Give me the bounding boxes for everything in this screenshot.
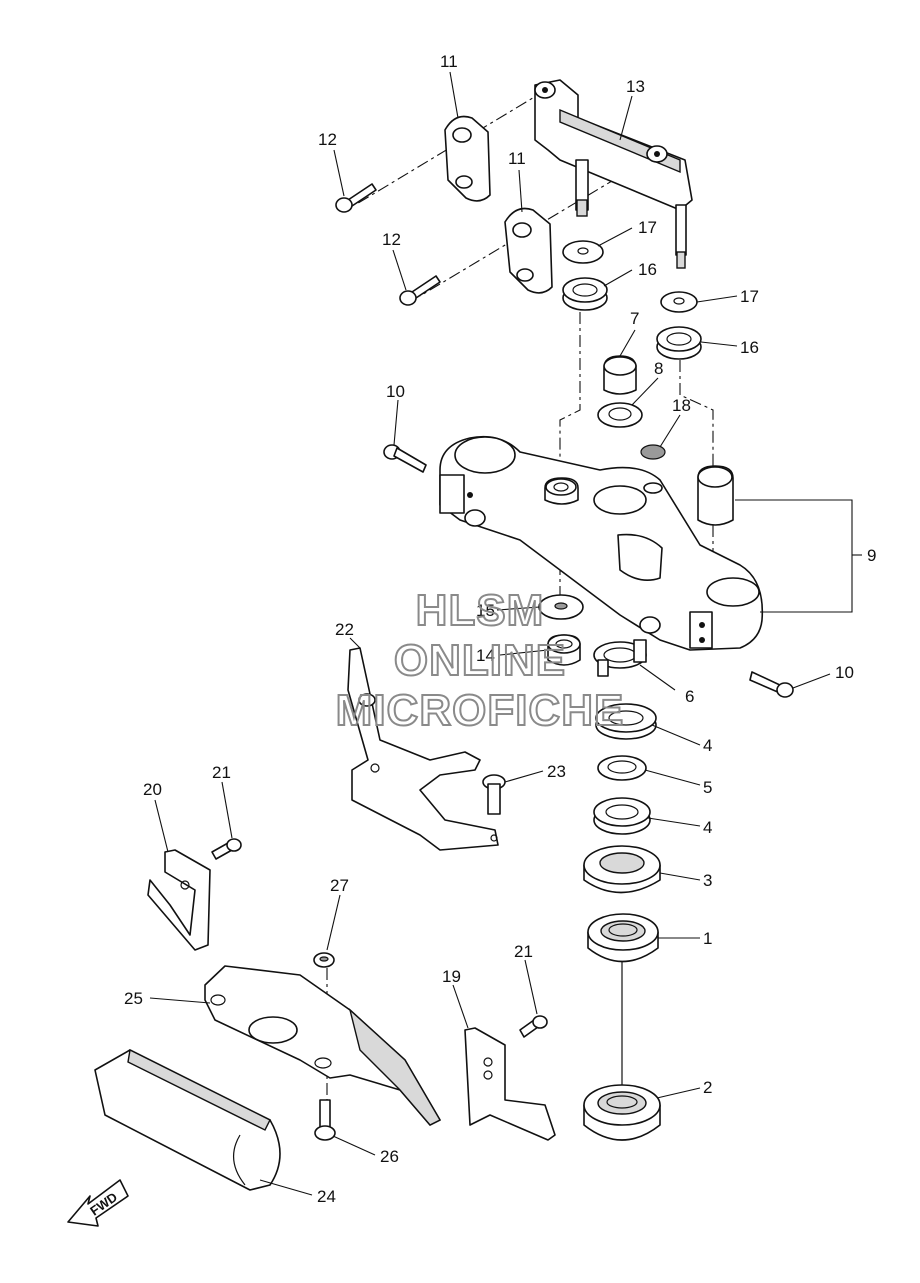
callout-11-upper: 11 — [440, 52, 458, 71]
bearing-cover-3 — [583, 845, 661, 894]
callout-1: 1 — [703, 929, 712, 948]
damper-bushing-left — [544, 477, 579, 505]
ring-nut-4-lower — [593, 797, 651, 835]
callout-27: 27 — [330, 876, 349, 895]
callout-5: 5 — [703, 778, 712, 797]
screw-21-left — [211, 838, 242, 860]
callout-24: 24 — [317, 1187, 336, 1206]
washer-5 — [597, 755, 647, 781]
callout-25: 25 — [124, 989, 143, 1008]
bolt-12-lower — [399, 275, 441, 306]
callout-15: 15 — [476, 601, 495, 620]
watermark-line-2: ONLINE — [394, 636, 566, 685]
callout-23: 23 — [547, 762, 566, 781]
bolt-23 — [482, 774, 506, 815]
callout-22: 22 — [335, 620, 354, 639]
collar-14 — [547, 634, 581, 666]
bolt-10-left — [383, 444, 427, 473]
ring-nut-4-upper — [595, 703, 657, 740]
bearing-1 — [587, 913, 659, 963]
callout-8: 8 — [654, 359, 663, 378]
bushing-16-right — [656, 326, 702, 360]
callout-17-right: 17 — [740, 287, 759, 306]
callout-26: 26 — [380, 1147, 399, 1166]
washer-17-left — [562, 240, 604, 264]
callout-7: 7 — [630, 309, 639, 328]
watermark-line-1: HLSM — [416, 586, 545, 635]
callout-16-right: 16 — [740, 338, 759, 357]
watermark: HLSM ONLINE MICROFICHE — [335, 585, 625, 736]
callout-20: 20 — [143, 780, 162, 799]
handlebar-holder — [534, 79, 693, 269]
callout-18: 18 — [672, 396, 691, 415]
damper-bushing-right — [697, 465, 734, 526]
bolt-10-right — [749, 671, 794, 698]
clamp-lower-left — [504, 207, 553, 294]
washer-17-right — [660, 291, 698, 313]
callout-12-lower: 12 — [382, 230, 401, 249]
bearing-2 — [583, 1084, 661, 1141]
callout-13: 13 — [626, 77, 645, 96]
washer-15 — [538, 594, 584, 620]
screw-21-right — [519, 1015, 548, 1038]
callout-21-right: 21 — [514, 942, 533, 961]
callout-11-lower: 11 — [508, 149, 526, 168]
watermark-line-3: MICROFICHE — [336, 686, 625, 735]
bushing-16-left — [562, 277, 608, 311]
bracket-20 — [147, 849, 211, 951]
callout-10-right: 10 — [835, 663, 854, 682]
callout-numbers: 1 2 3 4 4 5 6 7 8 9 10 10 11 11 12 12 13… — [124, 52, 876, 1206]
callout-4-upper: 4 — [703, 736, 712, 755]
callout-6: 6 — [685, 687, 694, 706]
clamp-upper-left — [444, 115, 491, 202]
bracket-19 — [464, 1027, 556, 1141]
upper-bracket — [439, 435, 764, 651]
callout-16-left: 16 — [638, 260, 657, 279]
washer-8 — [597, 402, 643, 428]
plug-18 — [640, 444, 666, 460]
bolt-26 — [314, 1099, 336, 1141]
callout-2: 2 — [703, 1078, 712, 1097]
callout-3: 3 — [703, 871, 712, 890]
callout-19: 19 — [442, 967, 461, 986]
lock-washer-6 — [593, 639, 647, 677]
callout-17-left: 17 — [638, 218, 657, 237]
cap-nut-7 — [603, 355, 637, 395]
leader-lines — [149, 71, 862, 1196]
callout-4-lower: 4 — [703, 818, 712, 837]
callout-9: 9 — [867, 546, 876, 565]
bracket-22 — [347, 647, 499, 851]
callout-12-upper: 12 — [318, 130, 337, 149]
callout-14: 14 — [476, 646, 495, 665]
protector-24 — [94, 1048, 281, 1191]
fwd-arrow-icon: FWD — [67, 1179, 129, 1227]
callout-10-left: 10 — [386, 382, 405, 401]
cover-25 — [204, 965, 441, 1126]
grommet-27 — [313, 952, 335, 968]
bolt-12-upper — [335, 183, 377, 213]
callout-21-left: 21 — [212, 763, 231, 782]
